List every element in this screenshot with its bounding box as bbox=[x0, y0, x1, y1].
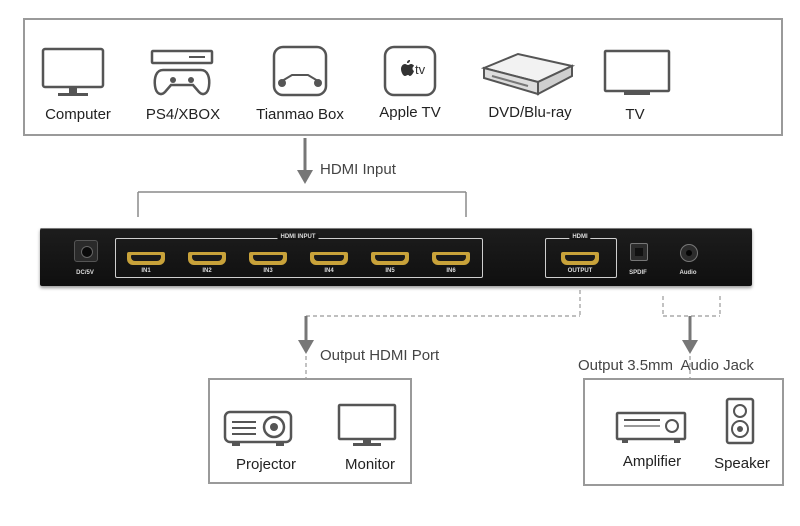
spdif-label: SPDIF bbox=[629, 270, 647, 276]
hdmi-input-port bbox=[371, 252, 409, 265]
apple-tv-icon bbox=[383, 45, 437, 97]
dc-label: DC/5V bbox=[76, 270, 94, 276]
spdif-port bbox=[630, 243, 648, 261]
tv-icon bbox=[603, 49, 671, 95]
hdmi-input-port bbox=[432, 252, 470, 265]
tv-box-icon bbox=[272, 45, 328, 97]
input-label: IN6 bbox=[446, 268, 456, 274]
output-label-amplifier: Amplifier bbox=[622, 453, 682, 470]
output-label-projector: Projector bbox=[235, 456, 297, 473]
source-label-tianmao-box: Tianmao Box bbox=[256, 106, 344, 123]
dc-power-jack bbox=[74, 240, 98, 262]
source-label-tv: TV bbox=[625, 106, 645, 123]
hdmi-input-caption: HDMI Input bbox=[320, 161, 396, 178]
output-label: OUTPUT bbox=[567, 268, 593, 274]
projector-icon bbox=[223, 410, 293, 446]
input-label: IN4 bbox=[324, 268, 334, 274]
source-label-apple-tv: Apple TV bbox=[379, 104, 441, 121]
input-group-frame bbox=[115, 238, 483, 278]
input-label: IN2 bbox=[202, 268, 212, 274]
game-console-icon bbox=[150, 49, 214, 96]
amplifier-icon bbox=[615, 411, 687, 443]
output-group-title: HDMI bbox=[569, 234, 591, 240]
monitor-icon bbox=[337, 403, 397, 446]
hdmi-input-port bbox=[188, 252, 226, 265]
output-hdmi-caption: Output HDMI Port bbox=[320, 347, 440, 364]
source-label-ps4-xbox: PS4/XBOX bbox=[145, 106, 221, 123]
input-label: IN1 bbox=[141, 268, 151, 274]
input-group-title: HDMI INPUT bbox=[277, 234, 319, 240]
speaker-icon bbox=[725, 397, 755, 445]
hdmi-input-port bbox=[249, 252, 287, 265]
source-label-computer: Computer bbox=[45, 106, 111, 123]
hdmi-switch-device: DC/5V HDMI INPUT IN1 IN2 IN3 IN4 IN5 IN6… bbox=[40, 228, 752, 286]
hdmi-input-port bbox=[127, 252, 165, 265]
output-label-monitor: Monitor bbox=[344, 456, 396, 473]
source-label-dvd-blu-ray: DVD/Blu-ray bbox=[488, 104, 572, 121]
input-label: IN5 bbox=[385, 268, 395, 274]
audio-output-caption: Output 3.5mm Audio Jack bbox=[578, 357, 754, 374]
audio-label: Audio bbox=[679, 270, 697, 276]
output-label-speaker: Speaker bbox=[714, 455, 770, 472]
dvd-player-icon bbox=[480, 52, 576, 96]
input-label: IN3 bbox=[263, 268, 273, 274]
audio-jack-port bbox=[680, 244, 698, 262]
hdmi-input-port bbox=[310, 252, 348, 265]
apple-tv-mark: tv bbox=[415, 62, 426, 77]
hdmi-output-port bbox=[561, 252, 599, 265]
computer-monitor-icon bbox=[41, 47, 105, 96]
